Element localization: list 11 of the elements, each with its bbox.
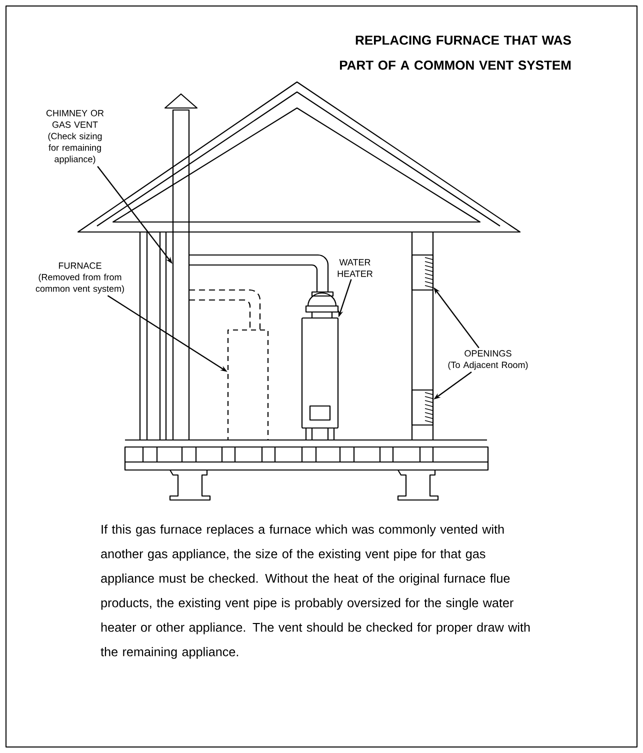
chimney-pipe bbox=[172, 109, 190, 441]
title: REPLACING FURNACE THAT WAS PART OF A COMMON VENT SYSTEM bbox=[340, 36, 571, 70]
wall-opening bbox=[411, 254, 434, 291]
caption: If this gas furnace replaces a furnace which was commonly vented with another gas appliance, the size of the existing vent pipe for that gas appliance must be checked. Without the heat of the original furnace flue products, the existing vent pipe is probably oversized for the single water heater or other appliance. The vent should be checked for proper draw with the remaining appliance. bbox=[100, 524, 530, 659]
callout-label: FURNACE (Removed from from common vent system) bbox=[36, 262, 124, 294]
callout-label: OPENINGS (To Adjacent Room) bbox=[448, 350, 528, 370]
water-heater bbox=[301, 317, 339, 429]
wall-opening bbox=[411, 389, 434, 426]
callout-label: WATER HEATER bbox=[338, 259, 372, 277]
furnace-outline bbox=[227, 329, 269, 441]
callout-label: CHIMNEY OR GAS VENT (Check sizing for remaining appliance) bbox=[46, 110, 104, 164]
